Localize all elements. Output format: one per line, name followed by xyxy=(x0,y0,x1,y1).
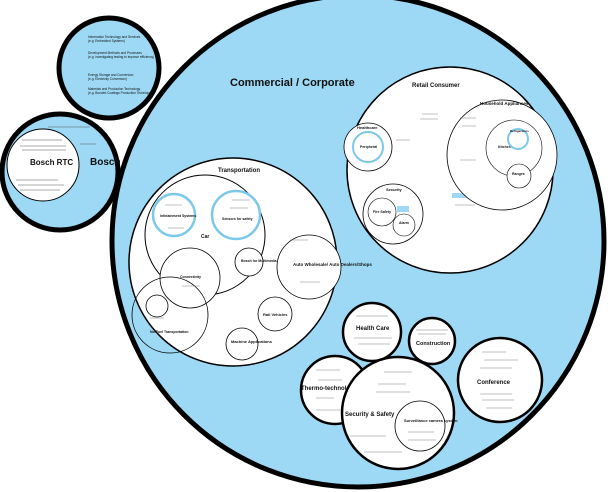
health-care-bubble: Health Care xyxy=(341,301,403,363)
ranges-label: Ranges xyxy=(512,172,525,176)
retail-title: Retail Consumer xyxy=(412,83,460,89)
small-top-line-4: (e.g. investigating testing to improve e… xyxy=(88,55,154,59)
kitchen-label: Kitchen xyxy=(498,145,511,149)
sensors-label: Sensors for safety xyxy=(222,217,253,221)
refrigerators-label: Refrigerators xyxy=(510,129,529,133)
security-safety-bubble: Security & Safety Surveillance camera sy… xyxy=(340,355,458,471)
small-top-line-8: (e.g. Bonded Coatings Production Techniq… xyxy=(88,91,154,95)
small-top-line-7: Materials and Production Technology xyxy=(88,87,141,91)
machine-label: Machine Applications xyxy=(231,339,273,344)
health-care-title: Health Care xyxy=(356,326,390,332)
healthcare-label: Healthcare xyxy=(357,125,378,130)
rail-label: Rail Vehicles xyxy=(263,312,288,317)
small-top-line-5: Energy Storage and Conversion xyxy=(88,73,134,77)
transportation-bubble: Transportation Car Infotainment Systems … xyxy=(128,157,372,367)
infotainment-label: Infotainment Systems xyxy=(160,214,196,218)
alarm-label: Alarm xyxy=(399,221,409,225)
connectivity-label: Connectivity xyxy=(180,275,201,279)
construction-title: Construction xyxy=(416,341,451,347)
small-top-line-3: Development Methods and Processes xyxy=(88,51,142,55)
fire-safety-label: Fire Safety xyxy=(373,210,391,214)
small-top-line-2: (e.g. Embedded Systems) xyxy=(88,39,125,43)
small-top-line-1: Information Technology and Services xyxy=(88,35,141,39)
auto-wholesale-label: Auto Wholesale/ Auto Dealers/Shops xyxy=(293,262,372,267)
small-top-line-6: (e.g. Electricity Conversion) xyxy=(88,77,127,81)
car-label: Car xyxy=(201,234,209,240)
bosch-multimedia-label: Bosch for Multimedia xyxy=(241,259,277,263)
peripheral-label: Peripheral xyxy=(360,145,377,149)
no-fuel-label: No-Fuel Transportation xyxy=(150,330,189,334)
security-safety-title: Security & Safety xyxy=(345,412,395,418)
transportation-title: Transportation xyxy=(218,168,260,174)
conference-title: Conference xyxy=(477,380,511,386)
construction-bubble: Construction xyxy=(407,316,457,366)
small-top-bubble: Information Technology and Services (e.g… xyxy=(56,15,162,121)
household-label: Household Appliances xyxy=(480,101,529,106)
main-title: Commercial / Corporate xyxy=(230,77,355,89)
bosch-partners-bubble: Bosch Partners Bosch RTC xyxy=(0,111,164,233)
conference-bubble: Conference xyxy=(456,336,544,424)
bosch-rtc-label: Bosch RTC xyxy=(30,158,73,167)
security-label: Security xyxy=(386,187,403,192)
surveillance-label: Surveillance camera system xyxy=(404,418,458,423)
retail-consumer-bubble: Retail Consumer Healthcare Peripheral Se… xyxy=(343,66,558,274)
thermo-title: Thermo-technology xyxy=(301,386,358,392)
